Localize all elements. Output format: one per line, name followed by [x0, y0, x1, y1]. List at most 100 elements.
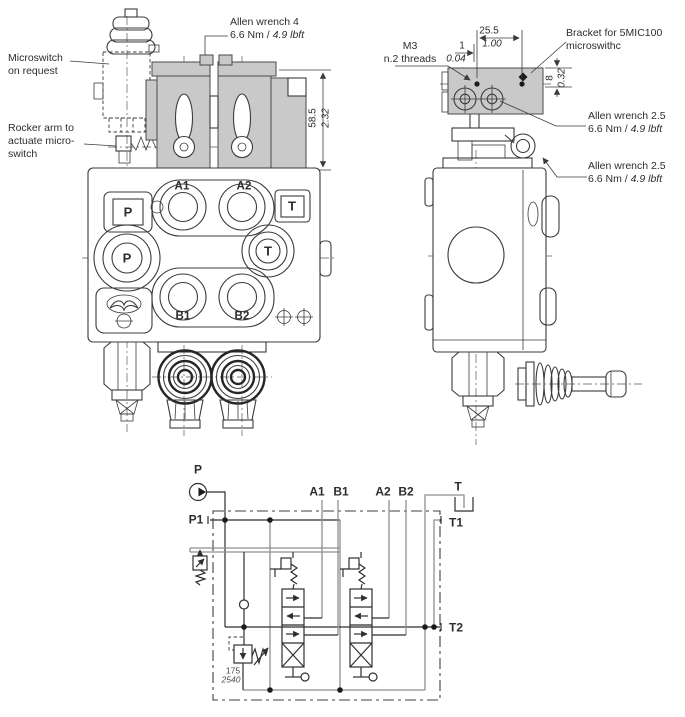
leader-microswitch	[69, 60, 110, 65]
m3-note: M3 n.2 threads	[384, 40, 437, 66]
relief-cartridge-front	[103, 341, 151, 422]
pump-symbol	[188, 482, 208, 502]
relief-setting-psi: 2540	[221, 674, 241, 685]
rocker-arm	[115, 135, 158, 164]
front-view	[69, 8, 336, 436]
width-dim-mm: 25.5	[479, 25, 499, 37]
microswitch-note-line1: Microswitch	[8, 52, 63, 64]
valve-caps	[145, 54, 307, 171]
schematic-label-t2: T2	[448, 620, 464, 635]
width-dimension	[476, 30, 523, 78]
relief-setting-bar: 175	[225, 665, 241, 676]
width-dim-inch: 1.00	[482, 38, 502, 50]
allen-wrench-4-torque: 6.6 Nm / 4.9 lbft	[230, 29, 304, 42]
microswitch-note-line2: on request	[8, 65, 58, 77]
microswitch-bracket	[441, 67, 544, 115]
relief-valve	[228, 636, 269, 690]
junction-dots	[222, 517, 437, 693]
rocker-note-line2: actuate micro-	[8, 135, 75, 147]
bolt-marks	[275, 308, 313, 326]
label-b2: B2	[234, 310, 250, 323]
rocker-note: Rocker arm to actuate micro- switch	[8, 122, 75, 161]
manufacturer-logo	[95, 287, 153, 334]
rocker-note-line3: switch	[8, 148, 38, 160]
label-t-face: T	[264, 243, 272, 259]
port-b1	[159, 273, 207, 321]
offset-dim-mm: 1	[459, 40, 465, 52]
spool-end-knob-1	[157, 349, 213, 429]
plate-dim-inch: 0.32	[556, 68, 568, 88]
bracket-note-line1: Bracket for 5MIC100	[566, 27, 663, 39]
joystick-handle	[517, 361, 627, 407]
label-t-box: T	[288, 198, 296, 214]
port-t-face	[241, 224, 295, 278]
rocker-note-line1: Rocker arm to	[8, 122, 74, 134]
knob-mount-plate	[157, 341, 267, 353]
port-b2	[218, 273, 266, 321]
relief-cartridge-side	[451, 351, 505, 428]
schematic-label-a1: A1	[309, 484, 325, 499]
port-a2	[218, 183, 266, 231]
port-p-face	[93, 224, 161, 292]
plate-dimension	[545, 58, 572, 97]
allen-wrench-25-bottom-note: Allen wrench 2.5 6.6 Nm / 4.9 lbft	[588, 160, 666, 186]
leader-allen-bottom	[542, 157, 587, 178]
torque-metric: 6.6 Nm /	[588, 123, 631, 135]
schematic-label-p1: P1	[188, 512, 204, 527]
side-view	[395, 30, 642, 445]
leader-allen-top	[499, 100, 586, 127]
work-port-lines	[304, 500, 407, 636]
offset-dimension	[455, 44, 475, 62]
assembly-boundary	[212, 510, 441, 701]
schematic-label-b2: B2	[398, 484, 414, 499]
leader-m3	[395, 65, 471, 81]
valve-body-front	[87, 167, 332, 343]
label-a2: A2	[236, 180, 252, 193]
allen-25-top-line1: Allen wrench 2.5	[588, 110, 666, 122]
allen-wrench-25-top-note: Allen wrench 2.5 6.6 Nm / 4.9 lbft	[588, 110, 666, 136]
label-a1: A1	[174, 180, 190, 193]
allen-wrench-4-note: Allen wrench 4 6.6 Nm / 4.9 lbft	[230, 16, 304, 42]
roller-mechanism	[451, 114, 536, 161]
valve-body-side	[424, 157, 560, 353]
spool-lever-2	[230, 93, 254, 159]
spool-valve-symbol-1	[270, 552, 310, 682]
allen-25-top-torque: 6.6 Nm / 4.9 lbft	[588, 123, 666, 136]
tank-symbol	[424, 494, 474, 627]
m3-note-line1: M3	[402, 40, 418, 52]
allen-25-bottom-torque: 6.6 Nm / 4.9 lbft	[588, 173, 666, 186]
schematic-label-b1: B1	[333, 484, 349, 499]
m3-thread-right	[519, 81, 525, 87]
bracket-note: Bracket for 5MIC100 microswithc	[566, 27, 662, 53]
height-dim-inch: 2.32	[320, 108, 332, 128]
t1-line	[433, 516, 442, 627]
microswitch-note: Microswitch on request	[8, 52, 63, 78]
allen-screw-2	[478, 85, 506, 113]
roller	[510, 133, 536, 159]
spool-valve-symbol-2	[340, 552, 378, 682]
check-valve	[238, 552, 250, 645]
port-t-box	[280, 195, 305, 218]
torque-metric: 6.6 Nm /	[588, 173, 631, 185]
anti-shock-valve	[192, 549, 208, 586]
label-p-box: P	[123, 204, 133, 220]
schematic-label-a2: A2	[375, 484, 391, 499]
schematic-label-t: T	[454, 479, 462, 494]
schematic-label-t1: T1	[448, 515, 464, 530]
torque-imperial: 4.9 lbft	[272, 29, 305, 41]
m3-thread-left	[474, 81, 480, 87]
hydraulic-schematic	[188, 482, 474, 701]
torque-imperial: 4.9 lbft	[630, 123, 663, 135]
leader-rocker	[83, 143, 117, 147]
height-dim-mm: 58.5	[307, 108, 319, 128]
spool-end-knob-2	[210, 349, 266, 429]
bracket-note-line2: microswithc	[566, 40, 621, 52]
label-b1: B1	[175, 310, 191, 323]
label-p-face: P	[122, 250, 132, 266]
p-supply-line	[206, 491, 226, 627]
allen-screw-1	[451, 85, 479, 113]
port-a1	[159, 183, 207, 231]
datum-diamond	[518, 72, 528, 82]
